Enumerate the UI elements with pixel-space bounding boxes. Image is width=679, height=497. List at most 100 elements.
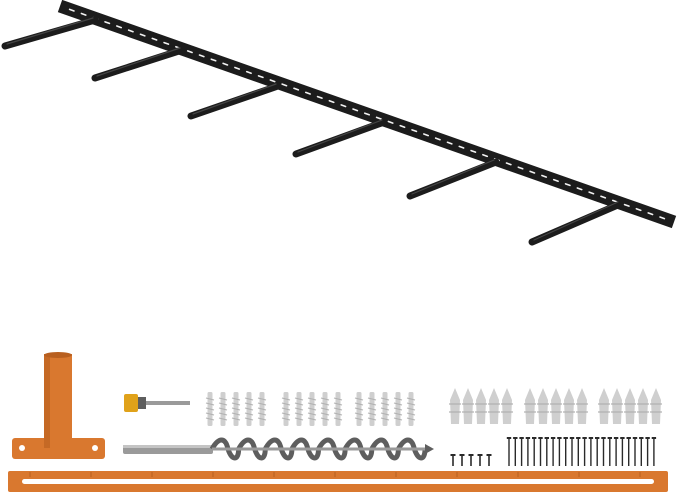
- anchor-rib: [320, 412, 330, 416]
- anchor-rib: [218, 402, 228, 406]
- winged-anchor: [525, 388, 535, 424]
- anchor-rib: [380, 407, 390, 411]
- bracket-slot: [600, 195, 607, 199]
- bracket-slot: [198, 54, 205, 58]
- anchor-rib: [218, 412, 228, 416]
- support-rod: [187, 82, 282, 120]
- support-rod: [406, 158, 500, 200]
- anchor-rib: [294, 397, 304, 401]
- anchor-rib: [205, 407, 215, 411]
- bracket-slot: [623, 203, 630, 207]
- bracket-slot: [234, 66, 241, 70]
- anchor-rib: [205, 417, 215, 421]
- bracket-slot: [340, 104, 347, 108]
- auger-tip: [425, 444, 434, 454]
- bracket-slot: [245, 70, 252, 75]
- anchor-rib: [320, 407, 330, 411]
- anchor-rib: [257, 402, 267, 406]
- support-rod: [1, 16, 99, 50]
- anchor-rib: [281, 412, 291, 416]
- anchor-rib: [393, 407, 403, 411]
- winged-anchor: [476, 388, 486, 424]
- bracket-slot: [635, 207, 642, 212]
- anchor-rib: [320, 417, 330, 421]
- bracket-slot: [458, 145, 465, 149]
- winged-anchor: [463, 388, 473, 424]
- anchor-rib: [367, 412, 377, 416]
- bracket-slot: [434, 137, 441, 141]
- orange-guide-strip: [8, 471, 668, 492]
- anchor-rib: [244, 407, 254, 411]
- bracket-slot: [541, 174, 548, 178]
- anchor-rib: [231, 397, 241, 401]
- bracket-slot: [423, 133, 430, 137]
- bracket-slot: [564, 183, 571, 187]
- bracket-slot: [269, 79, 276, 83]
- rod-highlight: [96, 47, 181, 77]
- anchor-rib: [380, 397, 390, 401]
- bit-head: [138, 397, 146, 409]
- bracket-slot: [163, 41, 170, 45]
- rod-highlight: [297, 119, 383, 153]
- auger-shank-highlight: [123, 445, 213, 448]
- anchor-rib: [231, 417, 241, 421]
- bracket-slot: [257, 75, 264, 79]
- jig-base: [12, 438, 105, 459]
- bracket-slot: [210, 58, 217, 62]
- bracket-slot: [529, 170, 536, 174]
- anchor-rib: [244, 412, 254, 416]
- anchor-rib: [333, 412, 343, 416]
- anchor-rib: [257, 407, 267, 411]
- bracket-slot: [352, 108, 359, 112]
- anchor-rib: [406, 407, 416, 411]
- anchor-rib: [354, 407, 364, 411]
- anchor-rib: [333, 397, 343, 401]
- forstner-bit: [124, 394, 190, 412]
- bracket-slot: [316, 95, 323, 99]
- anchor-rib: [354, 402, 364, 406]
- bracket-slot: [68, 8, 75, 12]
- bracket-slot: [482, 153, 489, 158]
- bracket-slot: [387, 120, 394, 124]
- winged-anchor: [612, 388, 622, 424]
- anchor-rib: [406, 412, 416, 416]
- anchor-rib: [307, 402, 317, 406]
- shelf-support-rods: [1, 16, 624, 246]
- anchor-rib: [354, 412, 364, 416]
- anchor-rib: [406, 397, 416, 401]
- anchor-rib: [281, 397, 291, 401]
- anchor-rib: [380, 417, 390, 421]
- bracket-slot: [116, 25, 123, 29]
- winged-drywall-anchors: [449, 388, 662, 424]
- anchor-rib: [307, 407, 317, 411]
- rod-highlight: [411, 159, 495, 195]
- rod-highlight: [6, 17, 94, 45]
- winged-anchor: [489, 388, 499, 424]
- anchor-rib: [393, 397, 403, 401]
- bracket-slot: [576, 187, 583, 191]
- auger-drill-bit: [123, 437, 434, 461]
- anchor-rib: [231, 412, 241, 416]
- jig-base-hole: [92, 445, 98, 451]
- anchor-rib: [281, 417, 291, 421]
- jig-post-top: [44, 352, 72, 358]
- anchor-rib: [244, 417, 254, 421]
- anchor-rib: [281, 402, 291, 406]
- bracket-slot: [588, 191, 595, 195]
- bracket-slot: [399, 124, 406, 129]
- bracket-slot: [139, 33, 146, 37]
- anchor-rib: [320, 402, 330, 406]
- anchor-rib: [257, 412, 267, 416]
- bracket-slot: [505, 162, 512, 166]
- bracket-slot: [304, 91, 311, 95]
- jig-post-shade: [44, 354, 50, 448]
- anchor-rib: [218, 407, 228, 411]
- bracket-slot: [104, 21, 111, 25]
- anchor-rib: [205, 402, 215, 406]
- bracket-slot: [80, 12, 87, 16]
- winged-anchor: [625, 388, 635, 424]
- anchor-rib: [380, 402, 390, 406]
- anchor-rib: [367, 407, 377, 411]
- winged-anchor: [651, 388, 661, 424]
- anchor-rib: [307, 412, 317, 416]
